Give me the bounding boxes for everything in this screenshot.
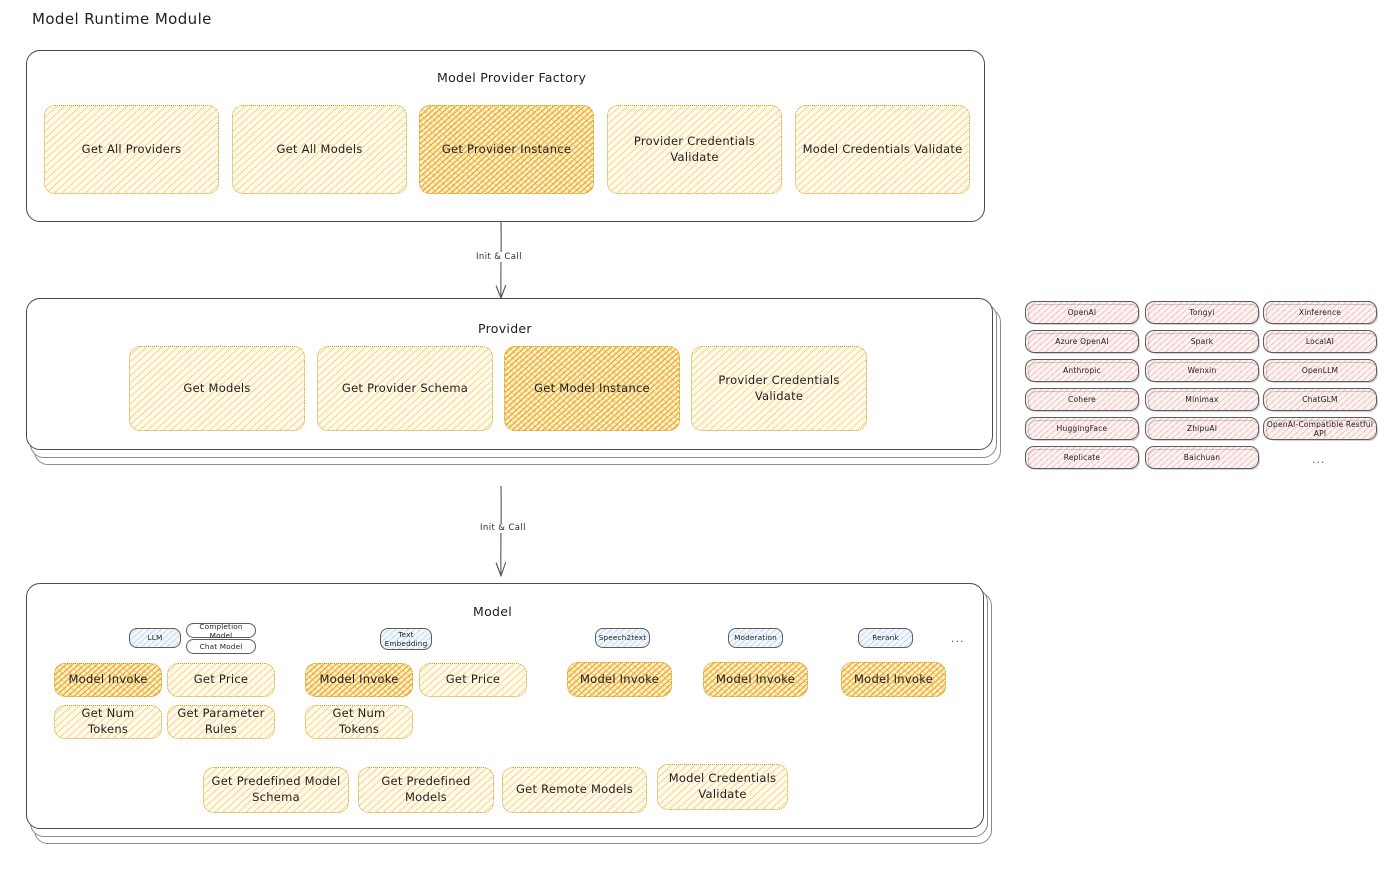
provider-chip-zhipuai[interactable]: ZhipuAI	[1145, 417, 1260, 441]
edge-label-init-call-2: Init & Call	[477, 523, 529, 533]
node-llm-get-num-tokens[interactable]: Get Num Tokens	[54, 705, 162, 739]
provider-chip-anthropic[interactable]: Anthropic	[1025, 359, 1140, 383]
model-type-chip-rerank[interactable]: Rerank	[858, 628, 913, 648]
node-get-all-models[interactable]: Get All Models	[232, 105, 407, 194]
provider-list-ellipsis: ...	[1312, 453, 1326, 466]
node-rerank-model-invoke[interactable]: Model Invoke	[841, 662, 946, 697]
node-get-provider-instance[interactable]: Get Provider Instance	[419, 105, 594, 194]
node-get-remote-models[interactable]: Get Remote Models	[502, 767, 647, 813]
provider-chip-baichuan[interactable]: Baichuan	[1145, 446, 1260, 470]
node-get-provider-schema[interactable]: Get Provider Schema	[317, 346, 493, 431]
node-llm-get-parameter-rules[interactable]: Get Parameter Rules	[167, 705, 275, 739]
node-get-models[interactable]: Get Models	[129, 346, 305, 431]
model-subchip-chat-model[interactable]: Chat Model	[186, 639, 256, 654]
node-model-credentials-validate-2[interactable]: Model Credentials Validate	[657, 764, 788, 810]
provider-chip-tongyi[interactable]: Tongyi	[1145, 301, 1260, 325]
node-llm-get-price[interactable]: Get Price	[167, 663, 275, 697]
edge-provider-to-model	[495, 485, 507, 577]
model-type-chip-speech2text[interactable]: Speech2text	[595, 628, 650, 648]
node-embedding-get-price[interactable]: Get Price	[419, 663, 527, 697]
provider-chip-localai[interactable]: LocalAI	[1263, 330, 1378, 354]
edge-label-init-call-1: Init & Call	[473, 252, 525, 262]
provider-chip-openai-compatible-restful-api[interactable]: OpenAI-Compatible Restful API	[1263, 417, 1378, 441]
provider-chip-wenxin[interactable]: Wenxin	[1145, 359, 1260, 383]
provider-chip-xinference[interactable]: Xinference	[1263, 301, 1378, 325]
node-moderation-model-invoke[interactable]: Model Invoke	[703, 662, 808, 697]
model-type-chip-moderation[interactable]: Moderation	[728, 628, 783, 648]
node-speech2text-model-invoke[interactable]: Model Invoke	[567, 662, 672, 697]
model-title: Model	[473, 604, 513, 619]
provider-title: Provider	[478, 321, 532, 336]
provider-chip-chatglm[interactable]: ChatGLM	[1263, 388, 1378, 412]
node-llm-model-invoke[interactable]: Model Invoke	[54, 663, 162, 697]
node-model-credentials-validate[interactable]: Model Credentials Validate	[795, 105, 970, 194]
model-groups-ellipsis: ...	[951, 632, 965, 645]
model-subchip-completion-model[interactable]: Completion Model	[186, 622, 256, 640]
node-get-all-providers[interactable]: Get All Providers	[44, 105, 219, 194]
provider-chip-spark[interactable]: Spark	[1145, 330, 1260, 354]
node-provider-credentials-validate[interactable]: Provider Credentials Validate	[607, 105, 782, 194]
provider-chip-cohere[interactable]: Cohere	[1025, 388, 1140, 412]
provider-chip-openllm[interactable]: OpenLLM	[1263, 359, 1378, 383]
provider-chip-azure-openai[interactable]: Azure OpenAI	[1025, 330, 1140, 354]
provider-chip-huggingface[interactable]: HuggingFace	[1025, 417, 1140, 441]
page-title: Model Runtime Module	[32, 10, 212, 28]
node-embedding-get-num-tokens[interactable]: Get Num Tokens	[305, 705, 413, 739]
node-embedding-model-invoke[interactable]: Model Invoke	[305, 663, 413, 697]
node-get-model-instance[interactable]: Get Model Instance	[504, 346, 680, 431]
provider-chip-replicate[interactable]: Replicate	[1025, 446, 1140, 470]
model-provider-factory-title: Model Provider Factory	[437, 70, 587, 85]
node-provider-credentials-validate-2[interactable]: Provider Credentials Validate	[691, 346, 867, 431]
model-type-chip-llm[interactable]: LLM	[129, 628, 181, 648]
node-get-predefined-model-schema[interactable]: Get Predefined Model Schema	[203, 767, 349, 813]
model-type-chip-text-embedding[interactable]: Text Embedding	[380, 628, 432, 650]
node-get-predefined-models[interactable]: Get Predefined Models	[358, 767, 494, 813]
edge-factory-to-provider	[495, 221, 507, 299]
provider-chip-openai[interactable]: OpenAI	[1025, 301, 1140, 325]
provider-chip-minimax[interactable]: Minimax	[1145, 388, 1260, 412]
